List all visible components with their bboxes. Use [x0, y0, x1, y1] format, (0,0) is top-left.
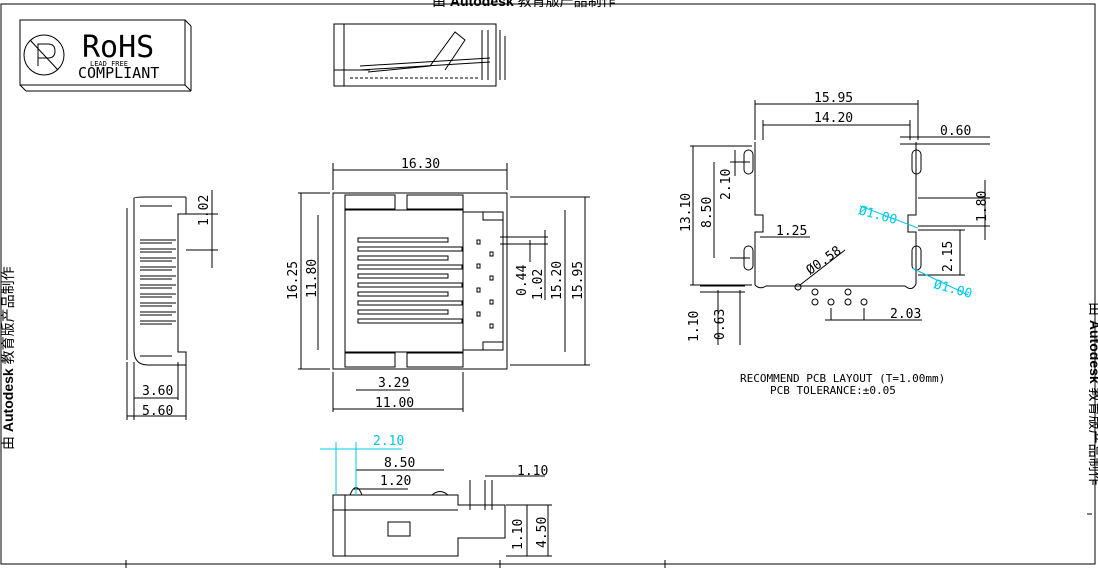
- dim-pcb-pin-hole: Ø0.58: [804, 244, 845, 279]
- pin-marker: [489, 251, 494, 257]
- dim-pcb-slot-length: 2.10: [719, 169, 734, 200]
- dim-pcb-height: 13.10: [679, 193, 694, 232]
- dim-pcb-notch: 1.25: [776, 224, 807, 239]
- pcb-note-2: PCB TOLERANCE:±0.05: [770, 384, 896, 397]
- dim-bottom-width: 8.50: [384, 456, 415, 471]
- rohs-lead-free: LEAD FREE: [90, 60, 128, 68]
- dim-front-offset: 3.29: [378, 376, 409, 391]
- watermark-right: 由 Autodesk 教育版产品制作: [1087, 302, 1098, 486]
- contact-strip: [357, 318, 463, 324]
- pcb-layout: [690, 100, 990, 345]
- contact-strip: [357, 246, 463, 252]
- rohs-compliant: COMPLIANT: [78, 64, 159, 82]
- dim-pcb-hole-lower: Ø1.00: [932, 277, 974, 302]
- dim-side-inner: 3.60: [142, 384, 173, 399]
- watermark-top: 由 Autodesk 教育版产品制作: [432, 0, 616, 9]
- dim-pcb-hole-upper: Ø1.00: [857, 203, 899, 228]
- dim-side-outer: 5.60: [142, 404, 173, 419]
- side-view: [126, 190, 218, 420]
- dim-pcb-slot-span: 14.20: [814, 111, 853, 126]
- dim-bottom-offset: 2.10: [373, 434, 404, 449]
- dim-front-width: 16.30: [401, 157, 440, 172]
- dim-front-height-inner: 11.80: [305, 259, 320, 298]
- dim-front-height-mid: 15.20: [550, 261, 565, 300]
- dim-pcb-slot-width: 0.60: [940, 124, 971, 139]
- dim-pcb-row-offset: 1.10: [687, 311, 702, 342]
- watermark-left: 由 Autodesk 教育版产品制作: [0, 266, 16, 450]
- dim-pcb-right-gap: 2.15: [941, 241, 956, 272]
- top-view: [333, 23, 506, 87]
- front-view: [298, 163, 590, 412]
- bottom-view-highlight: [320, 442, 402, 495]
- dim-side-pitch: 1.02: [197, 195, 212, 226]
- dim-front-body-width: 11.00: [375, 396, 414, 411]
- dim-front-height-outer: 16.25: [286, 261, 301, 300]
- pin-marker: [476, 311, 481, 317]
- dim-bottom-height-small: 1.10: [511, 519, 526, 550]
- dim-bottom-small: 1.20: [380, 474, 411, 489]
- dim-pcb-right-slot: 1.80: [975, 191, 990, 222]
- rohs-logo: [19, 19, 192, 92]
- contact-strip: [357, 255, 449, 261]
- dim-pcb-total-width: 15.95: [814, 91, 853, 106]
- pin-marker: [489, 299, 494, 305]
- dim-front-height-total: 15.95: [571, 261, 586, 300]
- dim-front-pin-pitch: 0.44: [515, 265, 530, 296]
- pin-marker: [476, 239, 481, 245]
- pcb-note-1: RECOMMEND PCB LAYOUT (T=1.00mm): [740, 372, 945, 385]
- lead-free-icon: [23, 34, 65, 76]
- rohs-title: RoHS: [82, 30, 154, 65]
- contact-strip: [357, 264, 463, 270]
- contact-strip: [357, 300, 463, 306]
- pin-marker: [476, 287, 481, 293]
- dim-front-pin-width: 1.02: [531, 269, 546, 300]
- contact-strip: [357, 309, 449, 315]
- pin-marker: [476, 263, 481, 269]
- contact-strip: [357, 291, 449, 297]
- dim-pcb-pin-pitch: 2.03: [890, 307, 921, 322]
- dim-pcb-row-pitch: 0.63: [713, 309, 728, 340]
- pcb-highlight: [859, 205, 969, 296]
- dim-bottom-height: 4.50: [535, 517, 550, 548]
- bottom-view: [332, 469, 552, 557]
- pin-marker: [489, 275, 494, 281]
- contact-strip: [357, 273, 449, 279]
- pin-marker: [489, 323, 494, 329]
- contact-strip: [357, 237, 449, 243]
- dim-bottom-pin: 1.10: [517, 464, 548, 479]
- contact-strip: [357, 282, 463, 288]
- dim-pcb-slot-pitch: 8.50: [700, 197, 715, 228]
- drawing-frame: [0, 3, 1096, 565]
